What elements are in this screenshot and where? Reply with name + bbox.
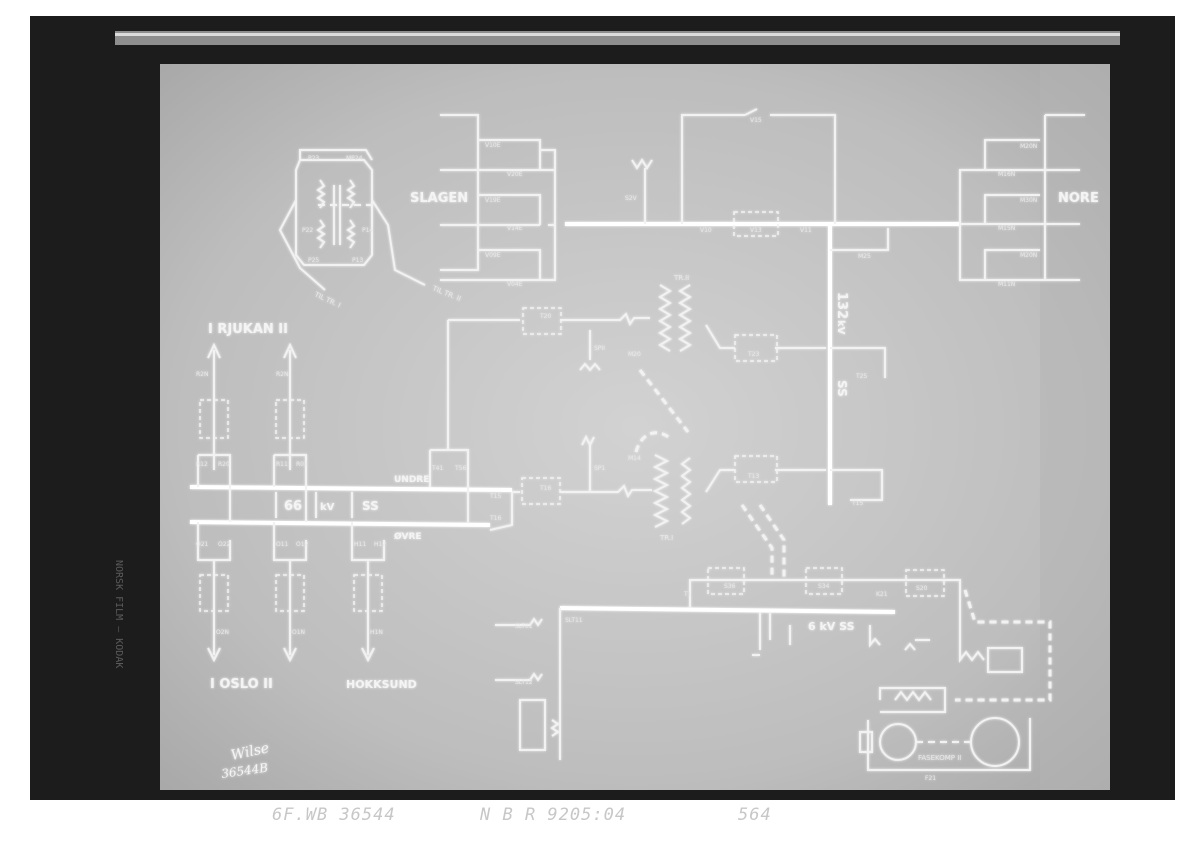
svg-text:M16N: M16N bbox=[998, 171, 1015, 178]
svg-text:O22: O22 bbox=[218, 541, 231, 548]
svg-text:M14: M14 bbox=[628, 455, 641, 462]
svg-text:S34: S34 bbox=[818, 583, 830, 590]
svg-text:R2N: R2N bbox=[276, 371, 288, 378]
svg-text:M15N: M15N bbox=[998, 225, 1015, 232]
label-oslo: I OSLO II bbox=[210, 677, 273, 692]
svg-text:F21: F21 bbox=[925, 775, 936, 782]
bus-66kv: T41 T56 bbox=[189, 440, 513, 527]
svg-text:M20: M20 bbox=[628, 351, 641, 358]
svg-text:V10E: V10E bbox=[485, 142, 501, 149]
svg-text:O1N: O1N bbox=[292, 629, 305, 636]
rjukan-feeders: R2N R2N R12 R20 R11 R02 bbox=[196, 342, 308, 522]
svg-text:MP24: MP24 bbox=[346, 155, 363, 162]
svg-text:R2N: R2N bbox=[196, 371, 208, 378]
panel-background bbox=[160, 64, 1110, 790]
label-tr2: TR.II bbox=[673, 274, 689, 282]
svg-text:P25: P25 bbox=[308, 257, 319, 264]
svg-text:V15: V15 bbox=[750, 117, 762, 124]
svg-text:S2V: S2V bbox=[625, 195, 638, 202]
svg-text:T23: T23 bbox=[747, 351, 759, 358]
svg-text:T41: T41 bbox=[431, 465, 443, 472]
label-66kv-ss: SS bbox=[362, 499, 379, 513]
svg-text:H1N: H1N bbox=[370, 629, 383, 636]
svg-text:M25: M25 bbox=[858, 253, 871, 260]
svg-text:P23: P23 bbox=[308, 155, 319, 162]
nore-feeders: M20N M16N M30N M15N M20N M11N bbox=[959, 114, 1085, 288]
svg-text:T25: T25 bbox=[855, 373, 867, 380]
svg-text:O12: O12 bbox=[296, 541, 309, 548]
svg-text:V10: V10 bbox=[700, 227, 712, 234]
label-6kv: 6 kV SS bbox=[808, 620, 855, 633]
label-rjukan: I RJUKAN II bbox=[208, 322, 288, 337]
svg-text:SP1: SP1 bbox=[594, 465, 605, 472]
bus-132kv-vertical: M25 T25 T15 bbox=[828, 224, 889, 507]
label-fasekomp: FASEKOMP II bbox=[918, 754, 961, 762]
svg-text:S20: S20 bbox=[916, 585, 928, 592]
svg-text:P14: P14 bbox=[362, 227, 373, 234]
lower-feeders: O21 O22 O11 O12 H11 H12 O2N O1N H1N bbox=[196, 522, 386, 663]
svg-text:S36: S36 bbox=[724, 583, 736, 590]
svg-text:H12: H12 bbox=[374, 541, 386, 548]
svg-text:K21: K21 bbox=[876, 591, 888, 598]
svg-text:M11N: M11N bbox=[998, 281, 1015, 288]
signature-number: 36544B bbox=[220, 761, 269, 781]
film-caption-middle: N B R 9205:04 bbox=[479, 805, 626, 825]
svg-text:V09E: V09E bbox=[485, 252, 501, 259]
svg-text:T56: T56 bbox=[454, 465, 466, 472]
label-66kv-unit: kV bbox=[320, 502, 335, 513]
svg-text:M30N: M30N bbox=[1020, 197, 1037, 204]
transformer-tr2: T20 SPII M20 T23 bbox=[447, 284, 826, 450]
svg-text:T13: T13 bbox=[747, 473, 759, 480]
label-132kv-ss: SS bbox=[835, 380, 849, 397]
label-nore: NORE bbox=[1058, 191, 1099, 206]
svg-text:R20: R20 bbox=[218, 461, 230, 468]
svg-text:SPII: SPII bbox=[594, 345, 605, 352]
label-132kv: 132 bbox=[834, 292, 849, 319]
label-66kv: 66 bbox=[284, 499, 302, 514]
svg-text:SLT12: SLT12 bbox=[515, 679, 533, 686]
svg-text:R02: R02 bbox=[296, 461, 308, 468]
svg-text:R11: R11 bbox=[276, 461, 288, 468]
film-side-text: NORSK FILM – KODAK bbox=[113, 560, 124, 668]
svg-text:T15: T15 bbox=[489, 493, 501, 500]
svg-text:P13: P13 bbox=[352, 257, 363, 264]
label-132kv-unit: kV bbox=[835, 320, 846, 335]
svg-text:V14E: V14E bbox=[507, 225, 523, 232]
film-caption-left: 6F.WB 36544 bbox=[272, 805, 396, 825]
svg-text:M20N: M20N bbox=[1020, 252, 1037, 259]
svg-text:T20: T20 bbox=[539, 313, 551, 320]
svg-text:V11: V11 bbox=[800, 227, 812, 234]
svg-text:O2N: O2N bbox=[216, 629, 229, 636]
svg-text:T16: T16 bbox=[489, 515, 501, 522]
svg-text:V04E: V04E bbox=[507, 281, 523, 288]
svg-text:T15: T15 bbox=[851, 500, 863, 507]
svg-text:H11: H11 bbox=[354, 541, 366, 548]
svg-text:T1: T1 bbox=[683, 591, 692, 598]
svg-text:O21: O21 bbox=[196, 541, 209, 548]
bus-132kv-top: V15 V10 V13 V11 S2V bbox=[565, 108, 960, 237]
bus-6kv: T1 S36 S34 K21 S20 SLT11 SLT01 SLT12 bbox=[495, 504, 961, 760]
svg-text:SLT11: SLT11 bbox=[565, 617, 583, 624]
svg-text:O11: O11 bbox=[276, 541, 289, 548]
signature-name: Wilse bbox=[230, 740, 271, 764]
svg-text:R12: R12 bbox=[196, 461, 208, 468]
phase-compensator: F21 bbox=[859, 589, 1052, 782]
label-slagen: SLAGEN bbox=[410, 191, 468, 206]
film-caption-right: 564 bbox=[738, 805, 772, 825]
label-undre: UNDRE bbox=[394, 475, 429, 485]
svg-text:M20N: M20N bbox=[1020, 143, 1037, 150]
label-tr1: TR.I bbox=[659, 534, 673, 542]
label-ovre: ØVRE bbox=[394, 531, 422, 542]
label-hokksund: HOKKSUND bbox=[346, 678, 417, 691]
svg-text:V19E: V19E bbox=[485, 197, 501, 204]
transformer-tr1: T16 SP1 M14 T13 T15 T16 bbox=[489, 431, 826, 531]
slagen-feeders: V10E V20E V19E V14E V09E V04E bbox=[440, 114, 556, 288]
svg-text:V20E: V20E bbox=[507, 171, 523, 178]
svg-text:SLT01: SLT01 bbox=[515, 623, 533, 630]
svg-text:V13: V13 bbox=[750, 227, 762, 234]
svg-text:T16: T16 bbox=[539, 485, 551, 492]
svg-text:P22: P22 bbox=[302, 227, 313, 234]
